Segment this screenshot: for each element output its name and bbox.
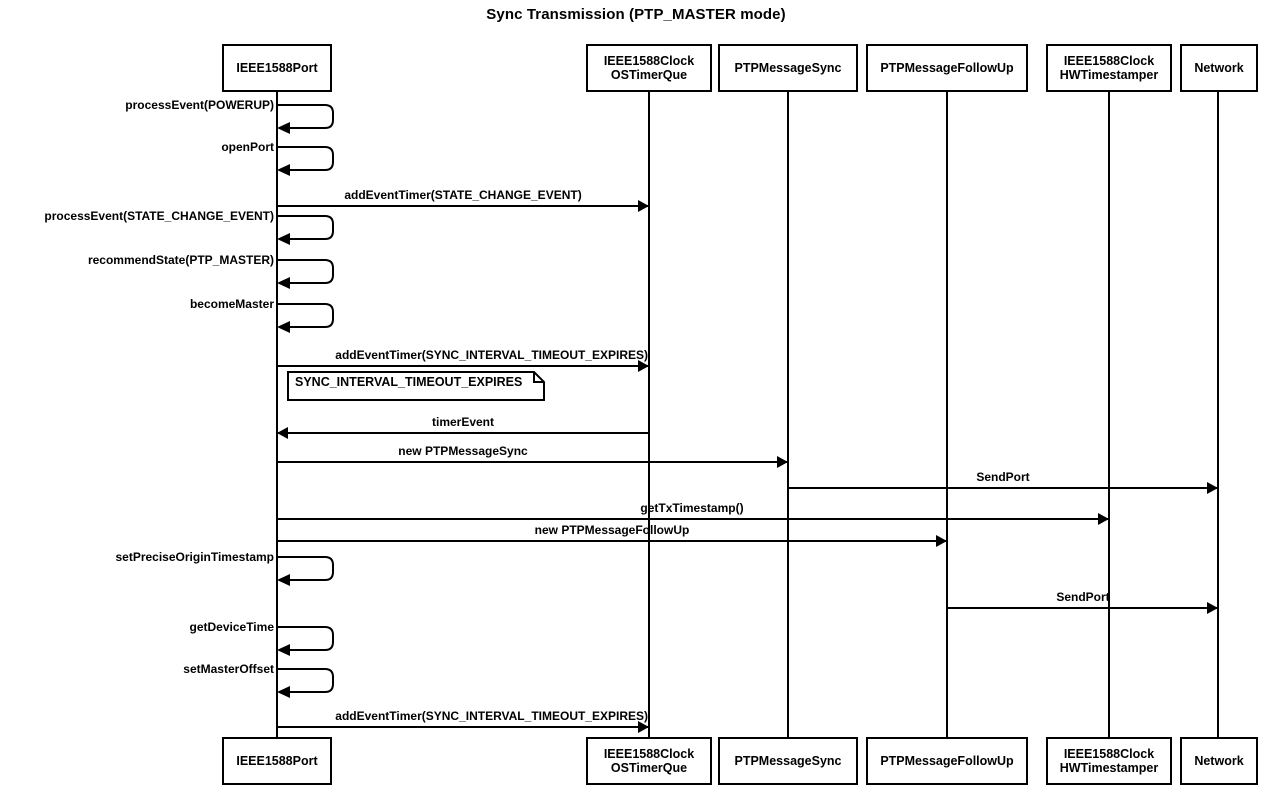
- self-call-label-sc6: setPreciseOriginTimestamp: [115, 550, 274, 564]
- message-line-m8: [947, 607, 1218, 609]
- message-label-m5: SendPort: [976, 470, 1030, 484]
- lifeline-network: [1217, 92, 1219, 737]
- actor-label-line2: OSTimerQue: [610, 68, 688, 82]
- actor-label-line1: IEEE1588Clock: [1063, 54, 1155, 68]
- message-arrowhead-m3: [277, 427, 288, 439]
- self-call-sc7: [277, 626, 334, 656]
- message-arrowhead-m4: [777, 456, 788, 468]
- footer-actor-box-port[interactable]: IEEE1588Port: [222, 737, 332, 785]
- self-call-label-sc8: setMasterOffset: [183, 662, 274, 676]
- self-call-label-sc3: processEvent(STATE_CHANGE_EVENT): [44, 209, 274, 223]
- actor-label-line2: HWTimestamper: [1059, 761, 1159, 775]
- self-call-sc2: [277, 146, 334, 176]
- message-line-m3: [277, 432, 649, 434]
- message-label-m4: new PTPMessageSync: [398, 444, 528, 458]
- message-label-m8: SendPort: [1056, 590, 1110, 604]
- header-actor-box-followup[interactable]: PTPMessageFollowUp: [866, 44, 1028, 92]
- message-label-m3: timerEvent: [431, 415, 495, 429]
- self-call-sc3: [277, 215, 334, 245]
- message-arrowhead-m5: [1207, 482, 1218, 494]
- actor-label-line1: IEEE1588Clock: [1063, 747, 1155, 761]
- message-line-m1: [277, 205, 649, 207]
- page-title: Sync Transmission (PTP_MASTER mode): [486, 6, 786, 23]
- self-call-sc1: [277, 104, 334, 134]
- actor-label-line1: IEEE1588Clock: [603, 747, 695, 761]
- actor-label: PTPMessageFollowUp: [880, 61, 1014, 75]
- actor-label-line2: HWTimestamper: [1059, 68, 1159, 82]
- message-line-m9: [277, 726, 649, 728]
- lifeline-followup: [946, 92, 948, 737]
- message-arrowhead-m7: [936, 535, 947, 547]
- actor-label: IEEE1588Port: [236, 754, 318, 768]
- message-label-m7: new PTPMessageFollowUp: [534, 523, 690, 537]
- message-label-m1: addEventTimer(STATE_CHANGE_EVENT): [344, 188, 582, 202]
- actor-label: PTPMessageFollowUp: [880, 754, 1014, 768]
- message-line-m5: [788, 487, 1218, 489]
- lifeline-sync: [787, 92, 789, 737]
- message-arrowhead-m1: [638, 200, 649, 212]
- self-call-label-sc2: openPort: [221, 140, 274, 154]
- actor-label: Network: [1194, 61, 1244, 75]
- footer-actor-box-followup[interactable]: PTPMessageFollowUp: [866, 737, 1028, 785]
- header-actor-box-sync[interactable]: PTPMessageSync: [718, 44, 858, 92]
- message-arrowhead-m8: [1207, 602, 1218, 614]
- header-actor-box-port[interactable]: IEEE1588Port: [222, 44, 332, 92]
- message-label-m6: getTxTimestamp(): [640, 501, 744, 515]
- footer-actor-box-network[interactable]: Network: [1180, 737, 1258, 785]
- actor-label: PTPMessageSync: [734, 61, 842, 75]
- lifeline-timerque: [648, 92, 650, 737]
- actor-label: Network: [1194, 754, 1244, 768]
- actor-label: IEEE1588Port: [236, 61, 318, 75]
- message-arrowhead-m6: [1098, 513, 1109, 525]
- message-line-m2: [277, 365, 649, 367]
- actor-label-line1: IEEE1588Clock: [603, 54, 695, 68]
- message-arrowhead-m9: [638, 721, 649, 733]
- footer-actor-box-sync[interactable]: PTPMessageSync: [718, 737, 858, 785]
- self-call-label-sc1: processEvent(POWERUP): [125, 98, 274, 112]
- message-line-m7: [277, 540, 947, 542]
- message-line-m4: [277, 461, 788, 463]
- self-call-label-sc7: getDeviceTime: [189, 620, 275, 634]
- self-call-sc4: [277, 259, 334, 289]
- message-label-m9: addEventTimer(SYNC_INTERVAL_TIMEOUT_EXPI…: [335, 709, 648, 723]
- actor-label: PTPMessageSync: [734, 754, 842, 768]
- self-call-sc8: [277, 668, 334, 698]
- message-line-m6: [277, 518, 1109, 520]
- message-arrowhead-m2: [638, 360, 649, 372]
- note-n1: SYNC_INTERVAL_TIMEOUT_EXPIRES: [287, 371, 545, 401]
- actor-label-line2: OSTimerQue: [610, 761, 688, 775]
- message-label-m2: addEventTimer(SYNC_INTERVAL_TIMEOUT_EXPI…: [335, 348, 648, 362]
- self-call-sc5: [277, 303, 334, 333]
- self-call-label-sc5: becomeMaster: [189, 297, 274, 311]
- self-call-sc6: [277, 556, 334, 586]
- header-actor-box-network[interactable]: Network: [1180, 44, 1258, 92]
- self-call-label-sc4: recommendState(PTP_MASTER): [87, 253, 274, 267]
- lifeline-hwts: [1108, 92, 1110, 737]
- lifeline-port: [276, 92, 278, 737]
- note-text: SYNC_INTERVAL_TIMEOUT_EXPIRES: [295, 375, 523, 389]
